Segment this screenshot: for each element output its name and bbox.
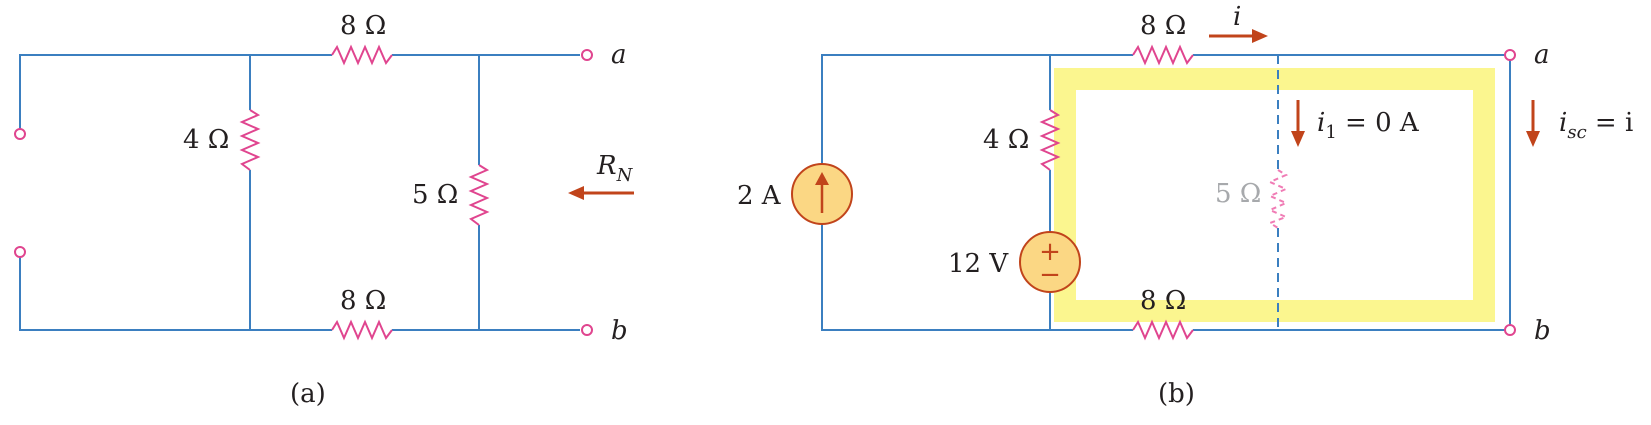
label-b-r-mid: 5 Ω [1215, 179, 1261, 209]
terminal-b-a [1504, 49, 1516, 61]
i1-arrowhead [1291, 131, 1305, 147]
wire-a-bottom-left [19, 247, 332, 331]
i-arrowhead [1252, 29, 1268, 43]
caption-a: (a) [290, 379, 326, 409]
label-b-terminal-b: b [1534, 316, 1551, 346]
circuit-b: + − 8 Ω 4 Ω 5 Ω 8 Ω 2 A 12 V a b (b) i i… [737, 2, 1633, 409]
label-isc: isc = i [1559, 108, 1633, 143]
label-b-r-bottom: 8 Ω [1140, 286, 1186, 316]
label-a-terminal-a: a [611, 40, 627, 70]
resistor-b-top [1132, 44, 1194, 66]
rn-arrowhead [568, 186, 584, 200]
label-b-current-source: 2 A [737, 181, 782, 211]
label-b-r-top: 8 Ω [1140, 11, 1186, 41]
wire-b-left-bottom [821, 223, 1133, 331]
resistor-b-left [1039, 109, 1061, 171]
isc-arrowhead [1526, 131, 1540, 147]
wire-b-left-top [821, 54, 1133, 165]
terminal-a-left-bottom [14, 246, 26, 258]
label-i1: i1 = 0 A [1317, 108, 1420, 143]
terminal-a-a [581, 49, 593, 61]
terminal-a-left-top [14, 128, 26, 140]
label-a-r-left: 4 Ω [183, 125, 229, 155]
voltage-source-plus: + [1039, 237, 1061, 267]
resistor-b-mid-removed [1267, 169, 1289, 229]
caption-b: (b) [1158, 379, 1195, 409]
label-b-voltage-source: 12 V [948, 249, 1009, 279]
terminal-a-b [581, 324, 593, 336]
label-b-r-left: 4 Ω [983, 125, 1029, 155]
highlight-loop [1054, 68, 1495, 322]
label-i: i [1233, 2, 1241, 32]
voltage-source-minus: − [1039, 260, 1061, 290]
circuit-a: 8 Ω 4 Ω 5 Ω 8 Ω a b (a) RN [14, 11, 634, 409]
label-a-r-top: 8 Ω [340, 11, 386, 41]
resistor-a-left [239, 109, 261, 171]
terminal-b-b [1504, 324, 1516, 336]
current-source-arrow-head [815, 172, 829, 185]
label-a-r-bottom: 8 Ω [340, 286, 386, 316]
voltage-source-12v [1019, 231, 1081, 293]
resistor-b-bottom [1132, 319, 1194, 341]
label-a-terminal-b: b [611, 316, 628, 346]
resistor-a-bottom [331, 319, 393, 341]
label-a-r-mid: 5 Ω [412, 180, 458, 210]
resistor-a-top [331, 44, 393, 66]
resistor-a-mid [468, 164, 490, 226]
wire-a-top [19, 54, 332, 131]
label-b-terminal-a: a [1534, 40, 1550, 70]
label-rn: RN [596, 151, 634, 186]
